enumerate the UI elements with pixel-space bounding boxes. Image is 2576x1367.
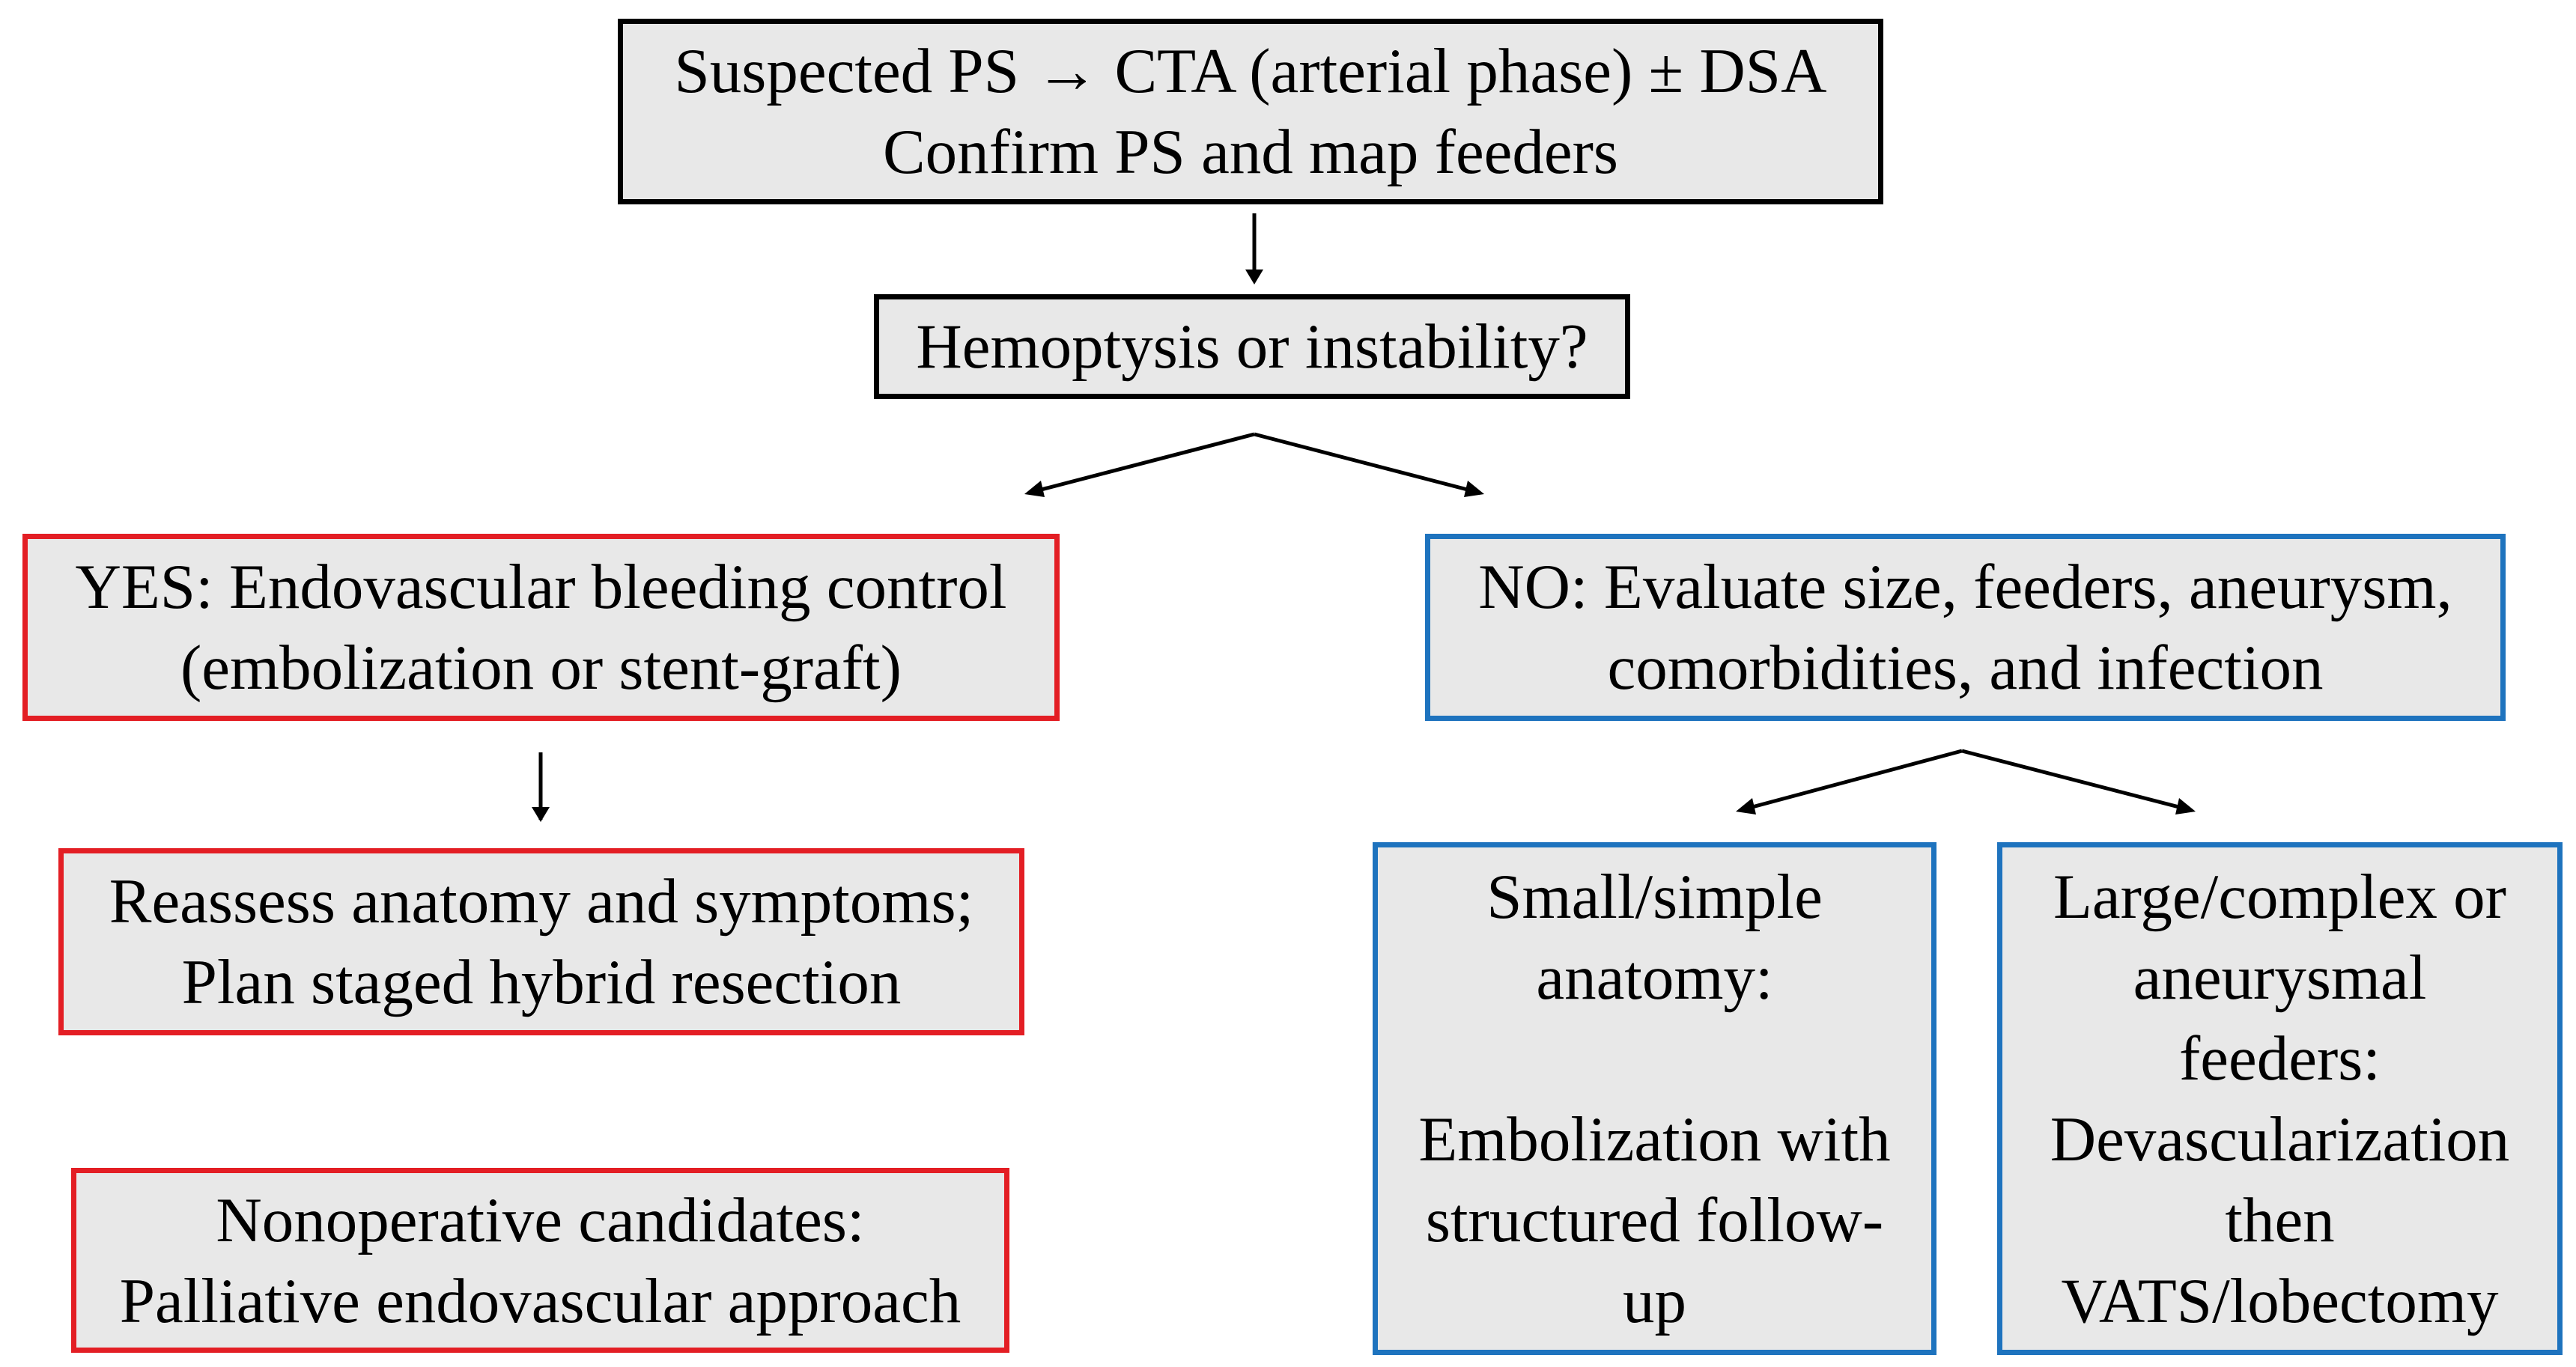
arrowhead-decision-to-yes bbox=[1024, 481, 1045, 497]
arrowhead-start-to-decision bbox=[1245, 270, 1263, 284]
yes-branch-line2: (embolization or stent-graft) bbox=[180, 633, 902, 703]
no-branch-line2: comorbidities, and infection bbox=[1607, 633, 2324, 703]
arrow-no-to-large bbox=[1961, 749, 2191, 812]
arrowhead-decision-to-no bbox=[1464, 481, 1484, 497]
arrow-no-to-small bbox=[1740, 749, 1963, 812]
yes-branch-line1: YES: Endovascular bleeding control bbox=[75, 552, 1007, 622]
no-branch-line1: NO: Evaluate size, feeders, aneurysm, bbox=[1478, 552, 2452, 622]
large-complex-line6: VATS/lobectomy bbox=[2061, 1265, 2499, 1336]
small-simple-line5: up bbox=[1623, 1265, 1686, 1336]
small-simple-line4: structured follow- bbox=[1425, 1184, 1884, 1255]
reassess-line2: Plan staged hybrid resection bbox=[181, 947, 902, 1017]
start-node: Suspected PS → CTA (arterial phase) ± DS… bbox=[618, 19, 1883, 204]
arrowhead-no-to-large bbox=[2175, 798, 2196, 815]
start-node-line1: Suspected PS → CTA (arterial phase) ± DS… bbox=[674, 36, 1827, 106]
reassess-node: Reassess anatomy and symptoms; Plan stag… bbox=[58, 848, 1024, 1035]
large-complex-line1: Large/complex or bbox=[2053, 861, 2506, 932]
decision-node: Hemoptysis or instability? bbox=[874, 294, 1630, 399]
large-complex-node: Large/complex or aneurysmal feeders: Dev… bbox=[1997, 842, 2563, 1355]
arrow-decision-to-no bbox=[1254, 432, 1480, 495]
arrowhead-no-to-small bbox=[1736, 798, 1756, 815]
arrow-decision-to-yes bbox=[1029, 432, 1255, 495]
reassess-line1: Reassess anatomy and symptoms; bbox=[109, 866, 974, 937]
large-complex-line2: aneurysmal bbox=[2133, 942, 2427, 1013]
arrowhead-yes-to-reassess bbox=[532, 807, 550, 822]
start-node-line2: Confirm PS and map feeders bbox=[882, 117, 1619, 187]
large-complex-line4: Devascularization bbox=[2050, 1103, 2510, 1175]
small-simple-line1: Small/simple bbox=[1486, 861, 1823, 932]
nonoperative-line2: Palliative endovascular approach bbox=[119, 1265, 962, 1336]
decision-node-line1: Hemoptysis or instability? bbox=[916, 311, 1588, 382]
small-simple-node: Small/simple anatomy: Embolization with … bbox=[1373, 842, 1936, 1355]
large-complex-line5: then bbox=[2225, 1184, 2335, 1255]
small-simple-line2: anatomy: bbox=[1536, 942, 1773, 1013]
no-branch-node: NO: Evaluate size, feeders, aneurysm, co… bbox=[1425, 534, 2506, 721]
large-complex-line3: feeders: bbox=[2179, 1023, 2381, 1094]
yes-branch-node: YES: Endovascular bleeding control (embo… bbox=[22, 534, 1060, 721]
nonoperative-line1: Nonoperative candidates: bbox=[216, 1184, 865, 1255]
nonoperative-node: Nonoperative candidates: Palliative endo… bbox=[71, 1168, 1009, 1353]
small-simple-line3: Embolization with bbox=[1418, 1103, 1891, 1175]
